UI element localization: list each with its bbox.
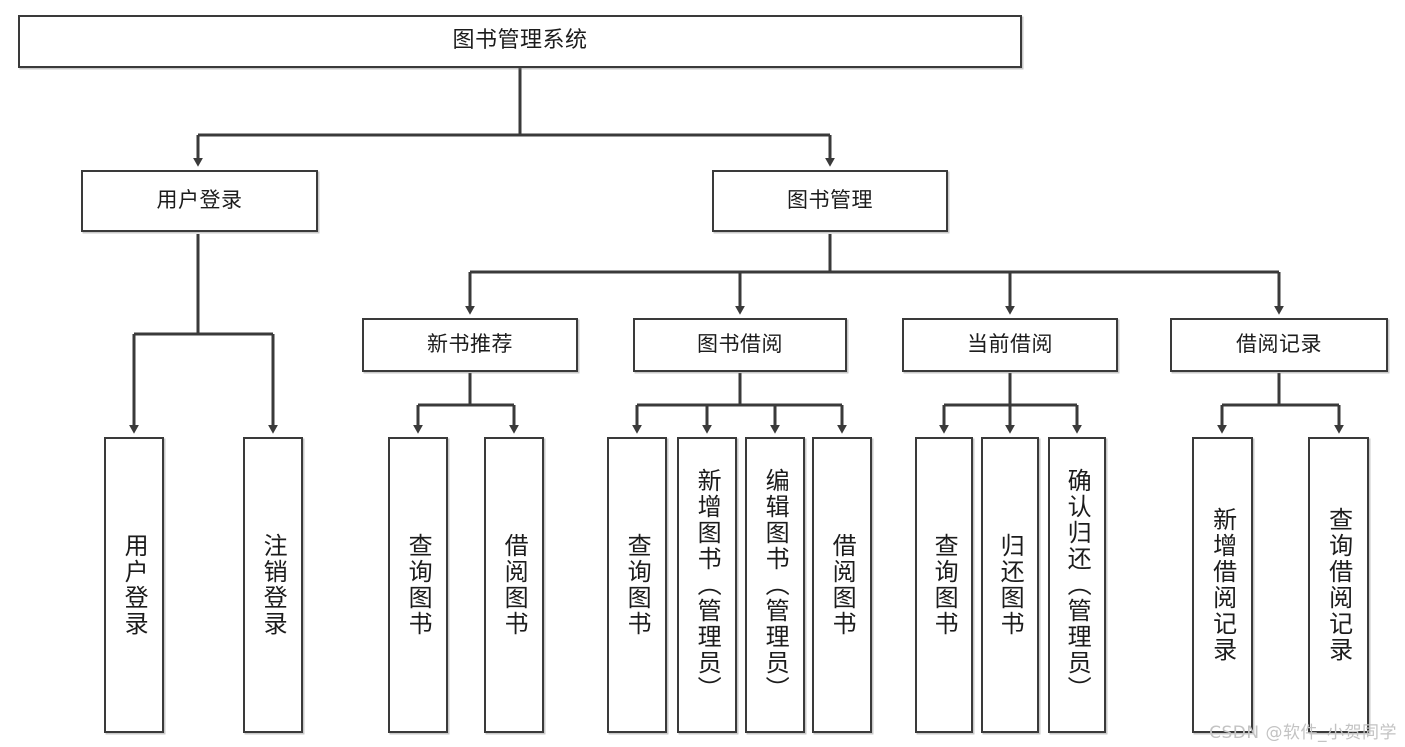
leaf-user-login[interactable]: 用户登录: [104, 437, 164, 733]
node-label: 查询图书: [404, 533, 433, 637]
node-label: 查询借阅记录: [1324, 507, 1353, 663]
node-label: 借阅记录: [1236, 332, 1322, 357]
node-label: 查询图书: [930, 533, 959, 637]
leaf-logout-login[interactable]: 注销登录: [243, 437, 303, 733]
csdn-watermark: CSDN @软件_小贺同学: [1209, 723, 1397, 743]
node-borrow-record[interactable]: 借阅记录: [1170, 318, 1388, 372]
node-label: 确认归还（管理员）: [1063, 468, 1092, 702]
node-new-book-recommend[interactable]: 新书推荐: [362, 318, 578, 372]
node-label: 编辑图书（管理员）: [761, 468, 790, 702]
node-label: 用户登录: [156, 188, 243, 213]
node-label: 图书管理: [787, 188, 873, 213]
node-book-borrow[interactable]: 图书借阅: [633, 318, 847, 372]
node-label: 借阅图书: [500, 533, 529, 637]
leaf-query-book-2[interactable]: 查询图书: [607, 437, 667, 733]
node-label: 查询图书: [623, 533, 652, 637]
leaf-confirm-return-admin[interactable]: 确认归还（管理员）: [1048, 437, 1106, 733]
node-label: 注销登录: [259, 533, 288, 637]
leaf-add-borrow-record[interactable]: 新增借阅记录: [1192, 437, 1253, 733]
node-label: 新增图书（管理员）: [693, 468, 722, 702]
node-book-manage[interactable]: 图书管理: [712, 170, 948, 232]
node-label: 新增借阅记录: [1208, 507, 1237, 663]
node-label: 新书推荐: [427, 332, 513, 357]
node-user-login[interactable]: 用户登录: [81, 170, 318, 232]
node-label: 用户登录: [120, 533, 149, 637]
node-label: 当前借阅: [967, 332, 1053, 357]
leaf-query-book-3[interactable]: 查询图书: [915, 437, 973, 733]
leaf-add-book-admin[interactable]: 新增图书（管理员）: [677, 437, 737, 733]
leaf-query-book-1[interactable]: 查询图书: [388, 437, 448, 733]
leaf-borrow-book-2[interactable]: 借阅图书: [812, 437, 872, 733]
node-root-book-management-system[interactable]: 图书管理系统: [18, 15, 1022, 68]
leaf-return-book[interactable]: 归还图书: [981, 437, 1039, 733]
leaf-edit-book-admin[interactable]: 编辑图书（管理员）: [745, 437, 805, 733]
node-current-borrow[interactable]: 当前借阅: [902, 318, 1118, 372]
node-label: 图书管理系统: [452, 28, 588, 54]
leaf-query-borrow-record[interactable]: 查询借阅记录: [1308, 437, 1369, 733]
node-label: 图书借阅: [697, 332, 783, 357]
node-label: 借阅图书: [828, 533, 857, 637]
leaf-borrow-book-1[interactable]: 借阅图书: [484, 437, 544, 733]
node-label: 归还图书: [996, 533, 1025, 637]
